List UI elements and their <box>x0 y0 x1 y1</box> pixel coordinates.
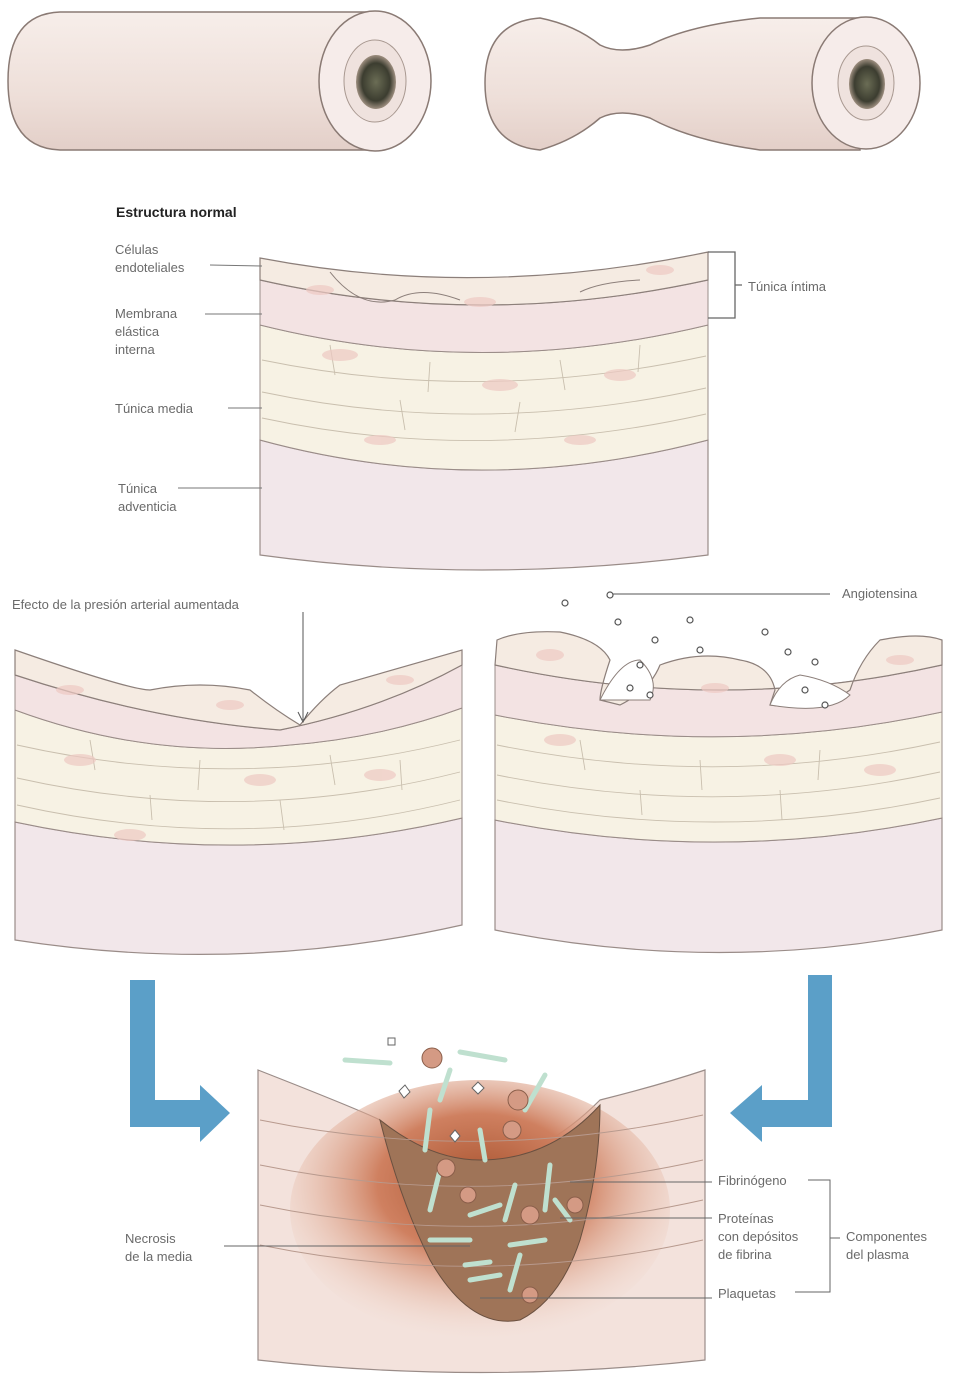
label-media-necrosis: Necrosis de la media <box>125 1230 192 1266</box>
label-fibrin-proteins: Proteínas con depósitos de fibrina <box>718 1210 798 1264</box>
left-flow-arrow <box>130 980 230 1142</box>
necrosis-wall-section <box>224 1038 840 1373</box>
label-angiotensin: Angiotensina <box>842 585 917 603</box>
label-tunica-intima: Túnica íntima <box>748 278 826 296</box>
pressure-wall-section <box>15 612 462 954</box>
label-plasma-components: Componentes del plasma <box>846 1228 927 1264</box>
angiotensin-wall-section <box>495 592 942 953</box>
right-flow-arrow <box>730 975 832 1142</box>
label-tunica-media: Túnica media <box>115 400 193 418</box>
label-platelets: Plaquetas <box>718 1285 776 1303</box>
label-pressure-effect: Efecto de la presión arterial aumentada <box>12 596 239 614</box>
section-title: Estructura normal <box>116 204 237 220</box>
label-fibrinogen: Fibrinógeno <box>718 1172 787 1190</box>
normal-vessel-tube <box>8 11 431 151</box>
label-internal-elastic-membrane: Membrana elástica interna <box>115 305 177 359</box>
label-tunica-adventitia: Túnica adventicia <box>118 480 177 516</box>
normal-wall-section <box>178 252 742 570</box>
constricted-vessel-tube <box>485 17 920 150</box>
label-endothelial-cells: Células endoteliales <box>115 241 184 277</box>
